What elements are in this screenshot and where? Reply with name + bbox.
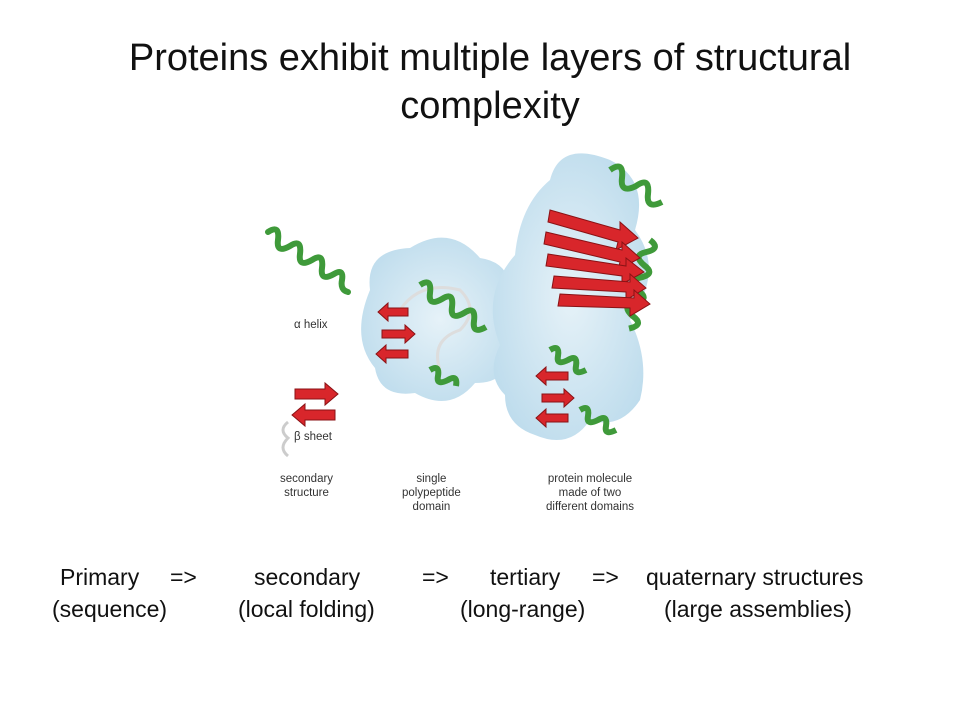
sub-secondary: (local folding) xyxy=(238,596,375,622)
caption-line: secondary xyxy=(280,473,334,485)
level-secondary: secondary xyxy=(254,564,361,590)
single-domain-envelope xyxy=(361,237,519,401)
beta-symbol: β xyxy=(294,431,301,443)
arrow-2: => xyxy=(422,564,449,590)
caption-line: different domains xyxy=(546,501,635,513)
level-quaternary: quaternary structures xyxy=(646,564,864,590)
protein-structure-figure: α helix β sheet secondary structure sing… xyxy=(250,150,720,530)
caption-protein-molecule: protein molecule made of two different d… xyxy=(546,472,634,514)
title-line-1: Proteins exhibit multiple layers of stru… xyxy=(128,37,852,79)
beta-sheet-icon xyxy=(281,381,339,458)
arrow-3: => xyxy=(592,564,619,590)
arrow-1: => xyxy=(170,564,197,590)
two-domain-protein-envelope xyxy=(492,153,664,441)
caption-line: protein molecule xyxy=(547,473,633,485)
caption-line: single xyxy=(416,473,447,485)
caption-line: structure xyxy=(284,487,329,499)
caption-line: made of two xyxy=(558,487,622,499)
sub-tertiary: (long-range) xyxy=(460,596,586,622)
sub-primary: (sequence) xyxy=(52,596,168,622)
beta-sheet-label: β sheet xyxy=(294,430,332,444)
caption-secondary-structure: secondary structure xyxy=(280,472,333,500)
title-line-2: complexity xyxy=(400,85,580,127)
slide-title: Proteins exhibit multiple layers of stru… xyxy=(40,34,940,130)
alpha-helix-label: α helix xyxy=(294,318,328,332)
level-tertiary: tertiary xyxy=(490,564,561,590)
caption-line: domain xyxy=(412,501,451,513)
alpha-symbol: α xyxy=(294,319,301,331)
sub-quaternary: (large assemblies) xyxy=(664,596,852,622)
beta-sheet-text: sheet xyxy=(303,431,332,443)
caption-single-domain: single polypeptide domain xyxy=(402,472,461,514)
caption-line: polypeptide xyxy=(402,487,461,499)
level-primary: Primary xyxy=(60,564,140,590)
alpha-helix-icon xyxy=(265,226,351,295)
protein-illustration xyxy=(265,153,664,458)
alpha-helix-text: helix xyxy=(303,319,328,331)
